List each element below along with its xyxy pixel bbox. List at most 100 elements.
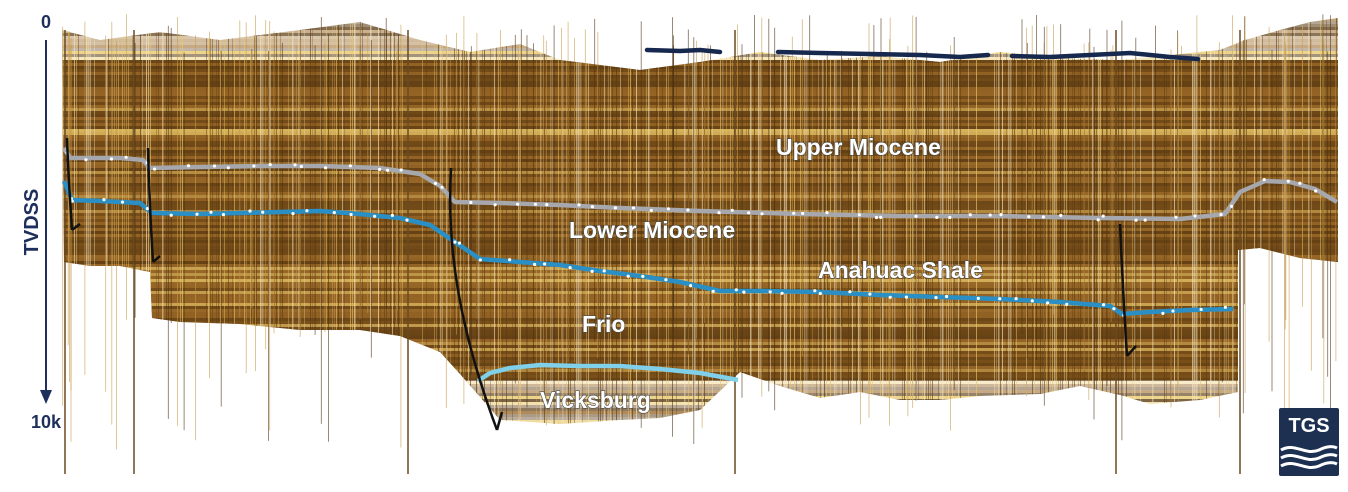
horizon-pick xyxy=(469,200,473,205)
log-streak xyxy=(836,18,837,424)
horizon-pick xyxy=(968,213,972,217)
log-streak xyxy=(928,18,929,424)
horizon-pick xyxy=(976,296,980,300)
log-band xyxy=(62,207,1338,210)
log-streak xyxy=(1006,18,1007,424)
log-streak xyxy=(336,18,337,424)
log-streak xyxy=(1242,18,1243,424)
horizon-pick xyxy=(324,166,328,170)
log-streak xyxy=(818,18,819,424)
horizon-pick xyxy=(120,200,125,204)
horizon-pick xyxy=(590,269,594,273)
horizon-pick xyxy=(543,262,547,266)
log-band xyxy=(62,141,1338,144)
log-streak xyxy=(1206,18,1207,424)
log-streak xyxy=(232,18,233,424)
log-streak xyxy=(1132,18,1133,424)
log-streak xyxy=(274,18,275,424)
log-band xyxy=(62,192,1338,195)
horizon-pick xyxy=(999,213,1003,217)
horizon-pick xyxy=(1314,189,1318,193)
log-streak xyxy=(976,18,977,424)
horizon-pick xyxy=(1027,215,1031,219)
horizon-pick xyxy=(631,206,636,210)
log-streak xyxy=(750,18,752,424)
log-band xyxy=(62,222,1338,225)
horizon-pick xyxy=(568,266,572,270)
horizon-pick xyxy=(626,274,630,278)
horizon-pick xyxy=(221,213,226,217)
log-streak xyxy=(1098,18,1100,424)
log-streak xyxy=(1276,18,1277,424)
horizon-pick xyxy=(124,155,128,159)
log-band xyxy=(62,162,1338,165)
log-band xyxy=(62,84,1338,87)
log-streak xyxy=(1080,18,1081,424)
horizon-pick xyxy=(373,214,377,218)
log-band xyxy=(62,120,1338,123)
log-band xyxy=(60,429,1340,432)
log-streak xyxy=(800,18,801,424)
log-streak xyxy=(782,18,783,424)
log-streak xyxy=(426,18,427,424)
log-band xyxy=(62,156,1338,159)
log-streak xyxy=(646,18,647,424)
log-streak xyxy=(1254,18,1255,424)
log-band xyxy=(62,150,1338,153)
log-streak xyxy=(1058,18,1059,424)
log-band xyxy=(62,96,1338,99)
log-band xyxy=(62,348,1338,351)
log-streak xyxy=(478,18,480,424)
horizon-pick xyxy=(904,295,909,299)
log-streak xyxy=(1218,18,1219,424)
log-streak xyxy=(228,18,229,424)
log-band xyxy=(62,135,1338,138)
tgs-logo: TGS xyxy=(1279,408,1339,476)
label-frio: Frio xyxy=(582,311,625,337)
horizon-pick xyxy=(760,212,764,216)
log-streak xyxy=(902,18,903,424)
log-streak xyxy=(822,18,824,424)
log-band xyxy=(62,30,1338,33)
log-band xyxy=(62,240,1338,243)
log-streak xyxy=(958,18,959,424)
horizons xyxy=(61,47,1339,383)
log-band xyxy=(62,384,1338,387)
log-streak xyxy=(888,18,889,424)
log-streak xyxy=(880,18,881,424)
horizon-pick xyxy=(664,278,668,282)
log-band xyxy=(62,24,1338,27)
log-streak xyxy=(702,18,703,424)
log-band xyxy=(62,345,1338,348)
log-streak xyxy=(570,18,571,424)
log-band xyxy=(62,129,1338,132)
log-band xyxy=(62,201,1338,204)
log-streak xyxy=(278,18,279,424)
log-band xyxy=(62,102,1338,105)
log-band xyxy=(62,183,1338,186)
top-horizon-segment-2 xyxy=(775,49,991,60)
log-band xyxy=(62,114,1338,117)
log-band xyxy=(62,246,1338,249)
log-streak xyxy=(916,18,917,424)
depth-axis: 0 10k TVDSS xyxy=(21,12,62,432)
log-streak xyxy=(648,18,650,424)
horizon-pick xyxy=(848,290,852,294)
log-streak xyxy=(852,18,853,424)
horizon-pick xyxy=(1174,215,1178,219)
log-streak xyxy=(616,18,617,424)
log-streak xyxy=(1200,18,1201,424)
log-band xyxy=(62,315,1338,318)
log-streak xyxy=(602,18,603,424)
log-band xyxy=(62,327,1338,330)
log-streak xyxy=(804,18,806,424)
log-band xyxy=(62,357,1338,360)
log-streak xyxy=(1124,18,1125,424)
log-streak xyxy=(354,18,356,424)
log-streak xyxy=(434,18,435,424)
faults xyxy=(65,137,1137,431)
log-streak xyxy=(108,18,109,424)
log-band xyxy=(62,72,1338,75)
horizon-pick xyxy=(1219,213,1223,217)
